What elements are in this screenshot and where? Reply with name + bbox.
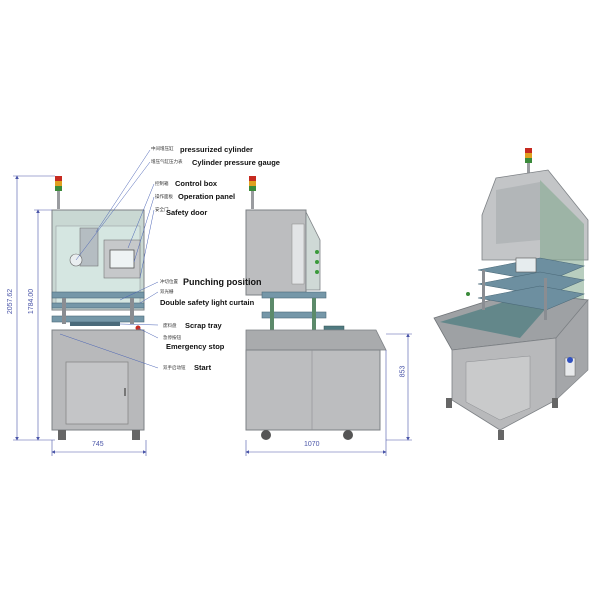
dim-front-width: 745 — [92, 441, 104, 448]
dim-total-height: 2057.62 — [7, 288, 15, 315]
label-pressurized-cylinder: pressurized cylinder — [180, 145, 253, 154]
signal-tower-icon — [249, 176, 256, 209]
front-view — [51, 176, 145, 440]
side-view — [245, 176, 387, 440]
label-cylinder-pressure-gauge: Cylinder pressure gauge — [192, 158, 280, 167]
label-control-box-cn: 控制箱 — [155, 181, 169, 186]
label-emergency-stop-cn: 急停按钮 — [163, 335, 181, 340]
isometric-view — [433, 148, 589, 440]
label-operation-panel-cn: 操作面板 — [155, 194, 173, 199]
label-scrap-tray-cn: 废料盘 — [163, 323, 177, 328]
leader-lines — [59, 149, 159, 369]
dim-body-height: 1784.00 — [28, 288, 36, 315]
side-dimensions — [245, 333, 412, 456]
front-dimensions — [13, 175, 147, 456]
label-start: Start — [194, 363, 212, 372]
label-safety-door: Safety door — [166, 208, 208, 217]
label-control-box: Control box — [175, 179, 218, 188]
signal-tower-icon — [525, 148, 532, 177]
label-punching-position-cn: 冲切位置 — [160, 279, 178, 284]
label-light-curtain-cn: 双光栅 — [160, 289, 174, 294]
dim-side-width: 1070 — [304, 441, 320, 448]
label-scrap-tray: Scrap tray — [185, 321, 222, 330]
label-cylinder-pressure-gauge-cn: 增压气缸压力表 — [151, 159, 183, 164]
label-pressurized-cylinder-cn: 中间增压缸 — [151, 146, 174, 151]
label-operation-panel: Operation panel — [178, 192, 236, 201]
label-light-curtain: Double safety light curtain — [160, 298, 255, 307]
label-emergency-stop: Emergency stop — [166, 342, 225, 351]
signal-tower-icon — [55, 176, 62, 209]
label-safety-door-cn: 安全门 — [155, 207, 169, 212]
label-punching-position: Punching position — [183, 277, 262, 287]
label-start-cn: 双手启动钮 — [163, 365, 186, 370]
dim-table-height: 853 — [399, 365, 407, 378]
